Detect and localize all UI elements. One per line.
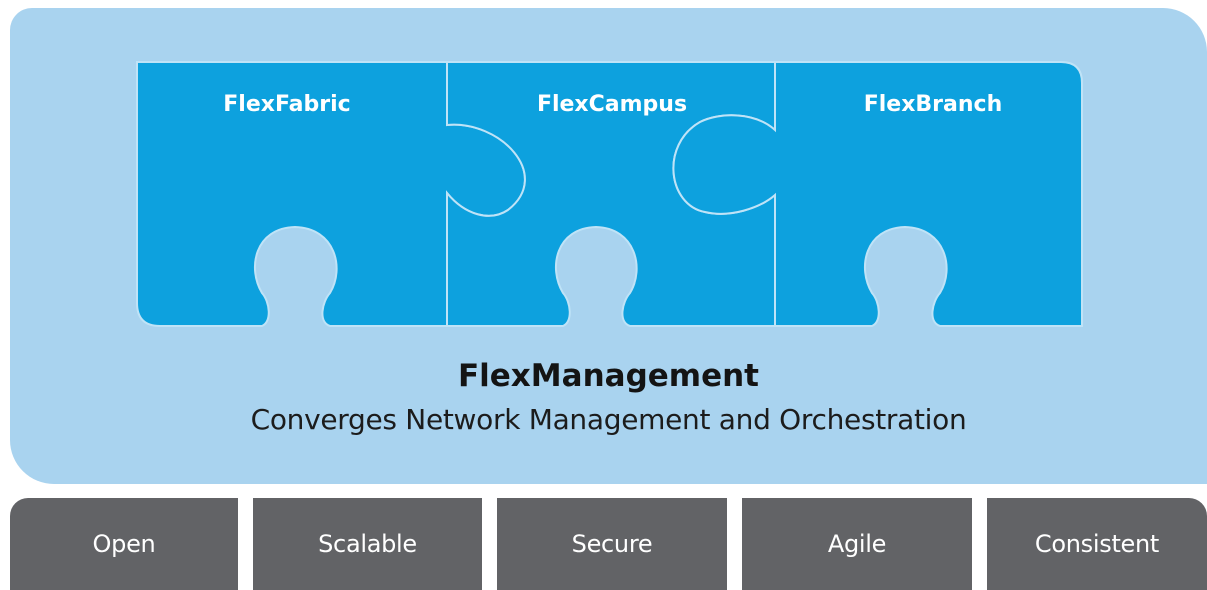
puzzle-piece-flexbranch (672, 61, 1083, 327)
attribute-label: Secure (571, 530, 653, 558)
piece-label-flexfabric: FlexFabric (223, 92, 351, 117)
attribute-label: Agile (827, 530, 887, 558)
attribute-label: Open (92, 530, 156, 558)
attribute-bar-open: Open (10, 498, 238, 590)
piece-label-flexbranch: FlexBranch (863, 92, 1003, 117)
attribute-bar-secure: Secure (497, 498, 727, 590)
attribute-label: Consistent (1034, 530, 1160, 558)
headline: FlexManagement (457, 358, 759, 394)
subtitle: Converges Network Management and Orchest… (250, 403, 967, 436)
attribute-label: Scalable (318, 530, 417, 558)
attribute-bar-scalable: Scalable (253, 498, 482, 590)
piece-label-flexcampus: FlexCampus (536, 92, 688, 117)
attribute-bar-consistent: Consistent (987, 498, 1207, 590)
attribute-bar-agile: Agile (742, 498, 972, 590)
